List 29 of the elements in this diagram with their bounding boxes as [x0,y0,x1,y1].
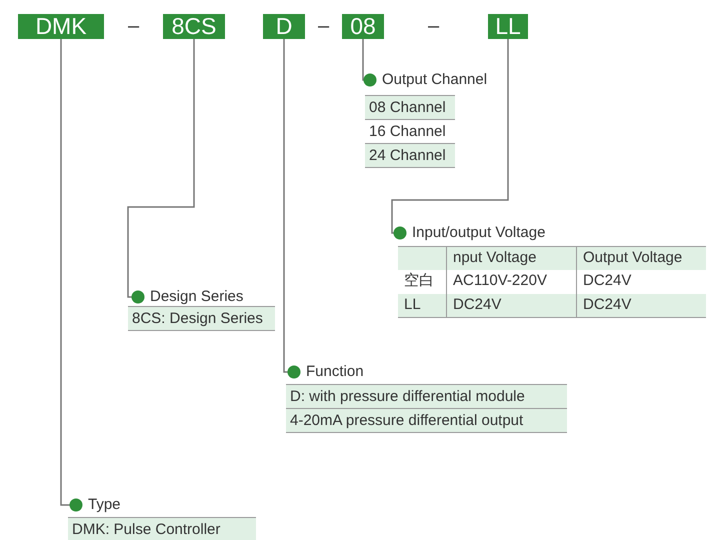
heading-label: Function [294,363,364,381]
leader-line [283,39,300,378]
separator-dash: – [128,14,140,39]
description-row: DMK: Pulse Controller [68,517,256,540]
separator-dash: – [318,14,330,39]
code-box: LL [488,14,528,39]
code-box: D [263,14,305,39]
description-row: 24 Channel [365,143,455,168]
heading-label: Input/output Voltage [400,224,546,242]
heading-label: Output Channel [370,71,488,89]
code-box: DMK [18,14,104,39]
separator-dash: – [428,14,440,39]
leader-line [362,39,376,86]
table-cell: Output Voltage [576,246,706,270]
leader-line [60,39,82,512]
heading-label: Design Series [138,288,244,306]
description-row: D: with pressure differential module [286,384,567,409]
description-row: 08 Channel [365,95,455,120]
table-cell: DC24V [446,294,576,318]
leader-line [391,39,509,240]
table-cell: LL [398,294,446,318]
description-row: 4-20mA pressure differential output [286,409,567,433]
code-box: 08 [342,14,384,39]
table-cell: DC24V [576,294,706,318]
description-row: 8CS: Design Series [128,306,275,331]
heading-label: Type [76,496,121,514]
table-cell: nput Voltage [446,246,576,270]
code-box: 8CS [163,14,225,39]
leader-line [127,39,195,304]
